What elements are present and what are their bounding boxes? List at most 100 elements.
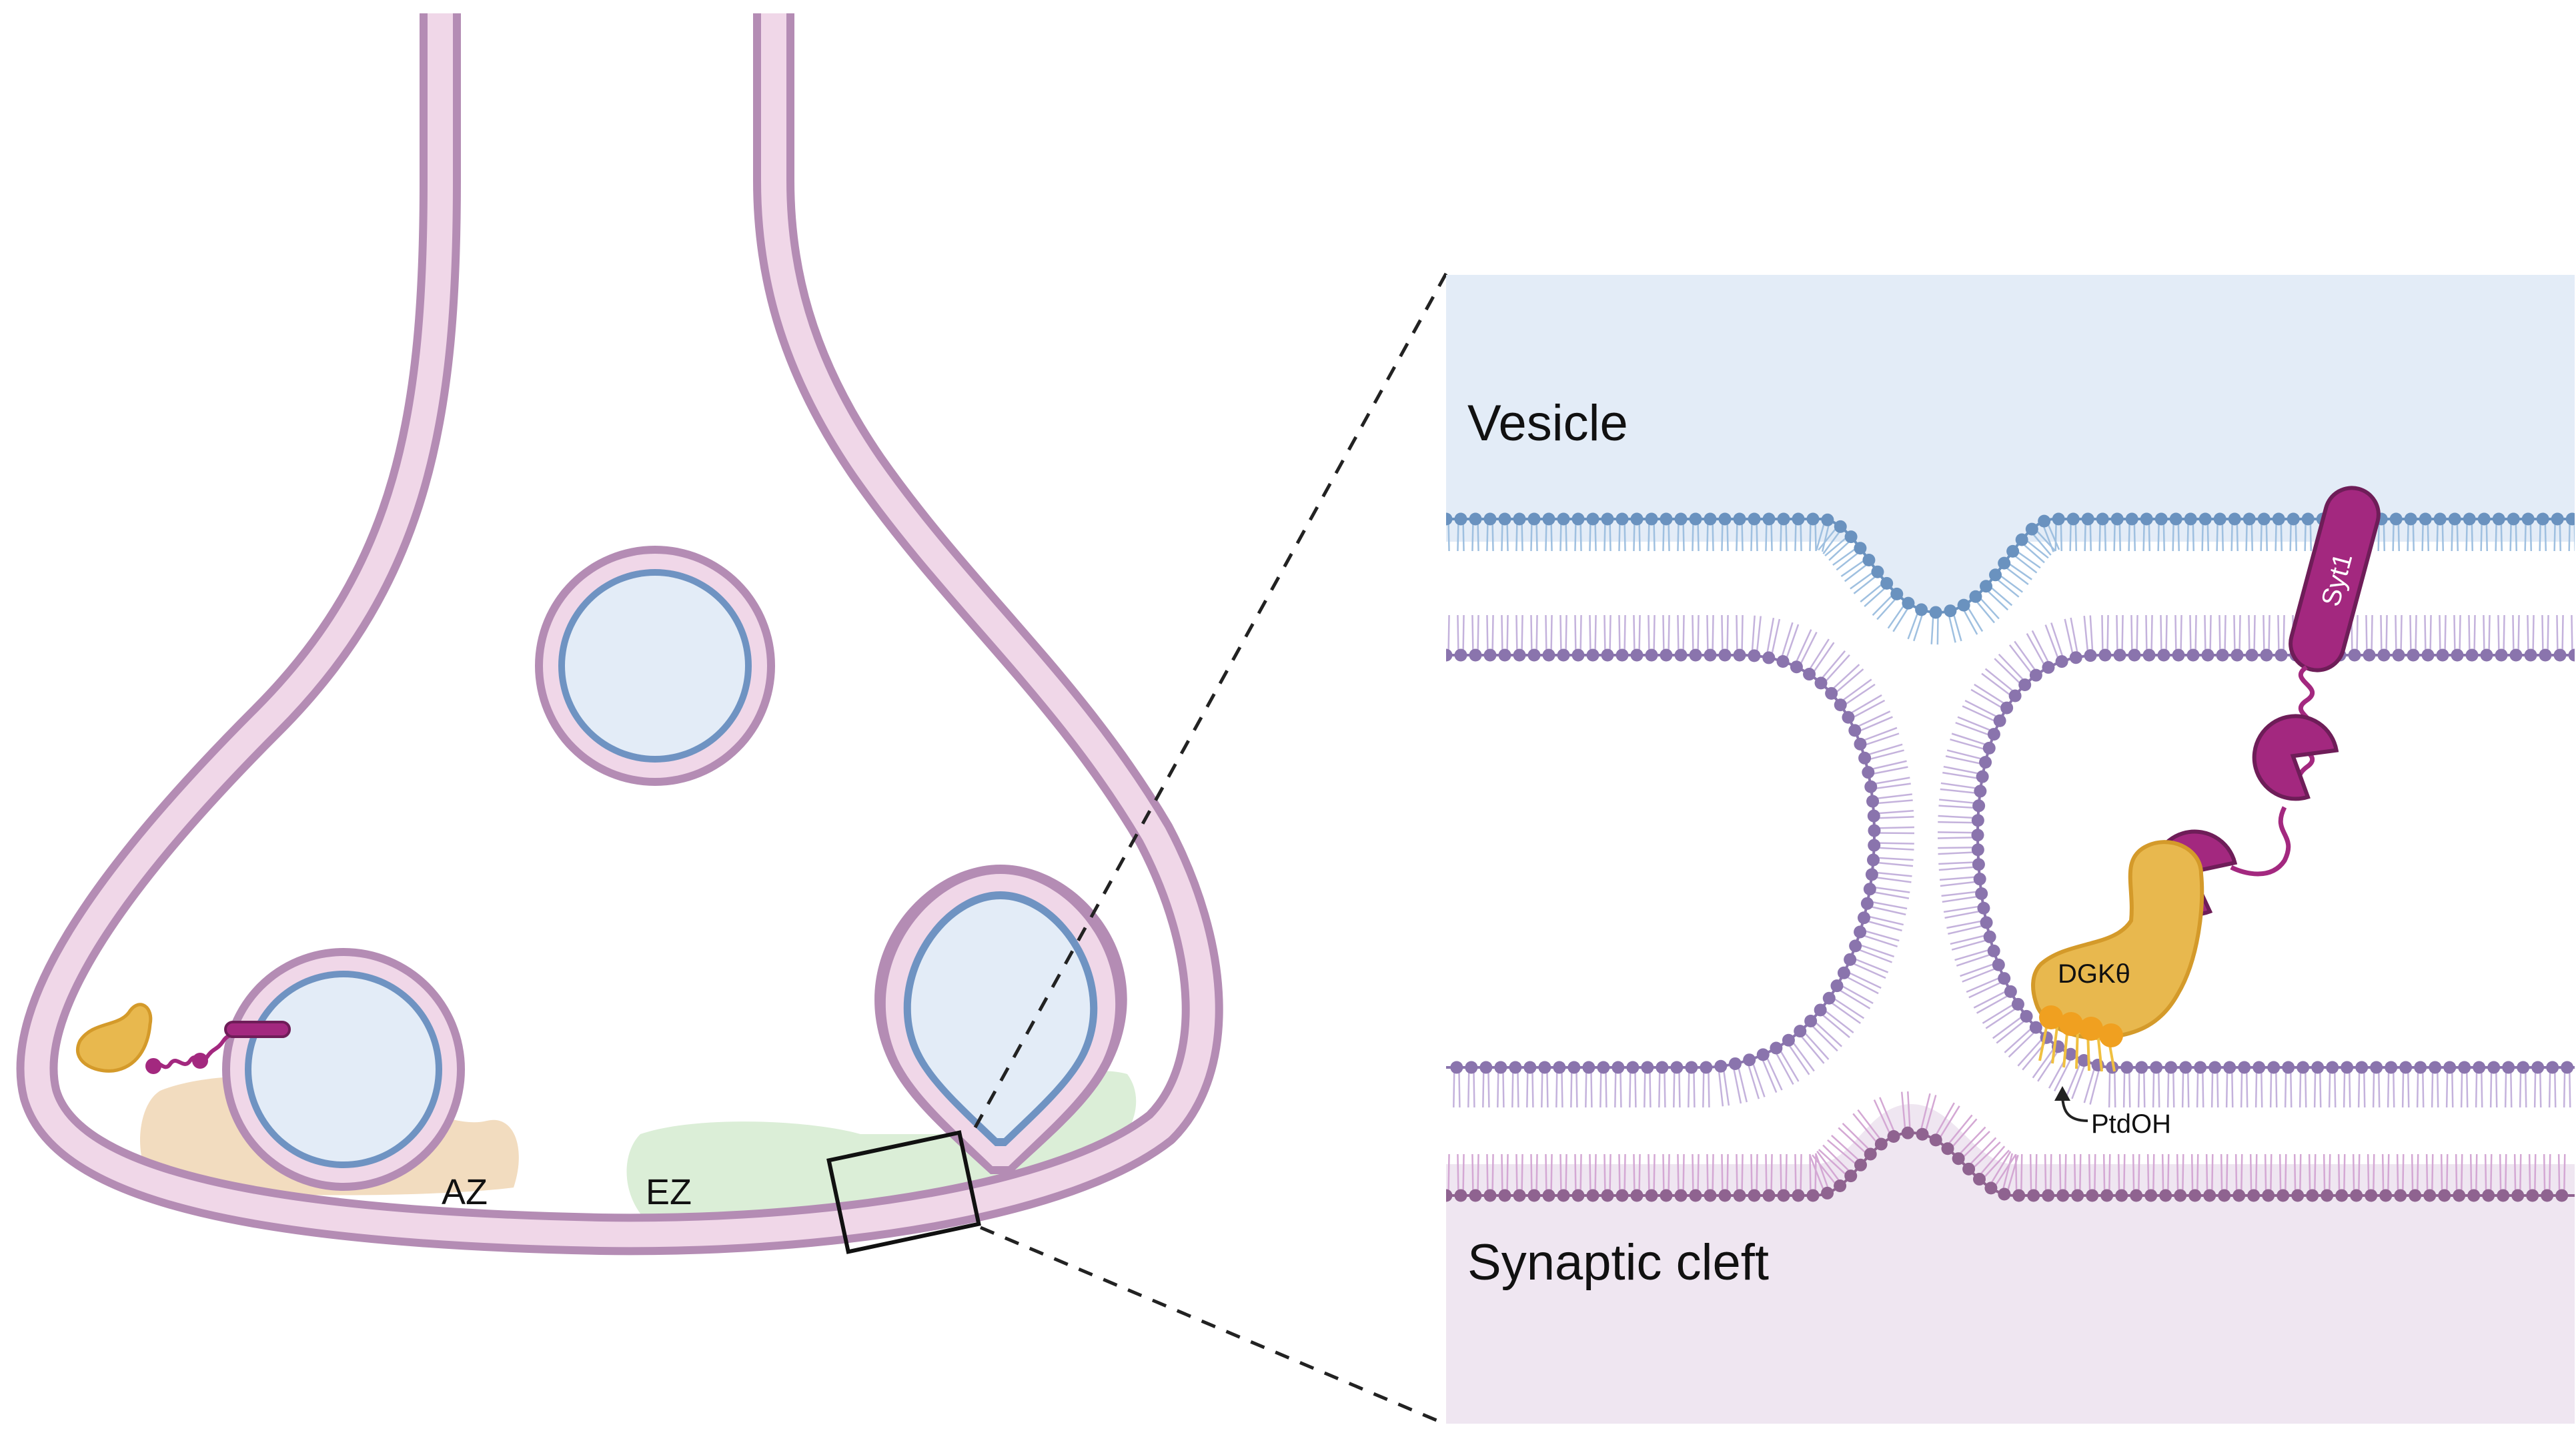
plasma-lipid-upper-left-headgroup xyxy=(1866,853,1880,867)
cleft-lipid-headgroup xyxy=(1513,1189,1526,1202)
vesicle-lipid-headgroup xyxy=(1890,587,1904,600)
plasma-lipid-upper-left-headgroup xyxy=(1718,648,1732,662)
vesicle-lipid-headgroup xyxy=(2536,512,2549,526)
plasma-lipid-upper-right-tail xyxy=(1940,782,1981,790)
plasma-lipid-upper-left-headgroup xyxy=(1860,897,1874,910)
lipid-bilayers xyxy=(1446,512,2575,1202)
cleft-lipid-tail xyxy=(2528,1153,2531,1196)
plasma-lipid-upper-left-tail xyxy=(1830,995,1865,1019)
plasma-lipid-upper-right-tail xyxy=(1974,683,2009,707)
plasma-lipid-upper-right-tail xyxy=(2165,614,2168,656)
vesicle-lipid-headgroup xyxy=(2169,512,2182,526)
plasma-lipid-upper-left-tail xyxy=(1751,615,1756,656)
vesicle-lipid-headgroup xyxy=(1821,513,1834,526)
plasma-lipid-upper-left-tail xyxy=(1658,1067,1661,1108)
plasma-lipid-upper-left-tail xyxy=(1517,1067,1519,1108)
plasma-lipid-upper-right-tail xyxy=(1938,861,1979,865)
plasma-lipid-upper-left-tail xyxy=(1798,632,1818,668)
plasma-lipid-upper-right-headgroup xyxy=(1971,829,1984,842)
plasma-lipid-upper-left-headgroup xyxy=(1450,1061,1463,1074)
cleft-lipid-tail xyxy=(2088,1153,2091,1196)
plasma-lipid-upper-right-tail xyxy=(2400,614,2403,656)
plasma-lipid-upper-right-headgroup xyxy=(2084,649,2097,662)
cleft-lipid-tail xyxy=(2240,1153,2243,1196)
plasma-lipid-upper-left-tail xyxy=(1688,1067,1690,1108)
plasma-lipid-upper-right-tail xyxy=(1985,1005,2020,1029)
cleft-lipid-tail xyxy=(1559,1153,1562,1196)
cleft-lipid-headgroup xyxy=(1941,1142,1954,1155)
vesicle-lipid-headgroup xyxy=(2025,522,2038,536)
plasma-lipid-upper-left-tail xyxy=(1594,614,1597,656)
cleft-lipid-tail xyxy=(1857,1109,1884,1143)
plasma-lipid-upper-right-tail xyxy=(1966,975,2004,993)
presynaptic-terminal-panel: AZ EZ xyxy=(16,13,1223,1256)
plasma-lipid-upper-left-headgroup xyxy=(1674,648,1688,662)
cleft-lipid-headgroup xyxy=(2188,1189,2202,1202)
plasma-lipid-upper-left-tail xyxy=(1871,876,1912,883)
plasma-lipid-upper-right-headgroup xyxy=(2531,1061,2545,1074)
plasma-lipid-upper-right-tail xyxy=(1954,947,1994,961)
cleft-lipid-headgroup xyxy=(2541,1189,2554,1202)
plasma-lipid-upper-right-headgroup xyxy=(2465,648,2479,662)
plasma-lipid-upper-left-tail xyxy=(1702,1067,1705,1108)
plasma-lipid-upper-left-tail xyxy=(1756,616,1762,656)
cleft-lipid-tail xyxy=(2064,1153,2067,1196)
plasma-lipid-upper-right-tail xyxy=(2116,614,2118,656)
cleft-lipid-tail xyxy=(1976,1145,2006,1179)
plasma-lipid-upper-right-headgroup xyxy=(2495,648,2508,662)
cleft-lipid-tail xyxy=(1780,1153,1782,1196)
plasma-lipid-upper-right-tail xyxy=(2277,614,2280,656)
cleft-lipid-tail xyxy=(1988,1151,2012,1187)
cleft-lipid-headgroup xyxy=(1777,1189,1790,1202)
plasma-lipid-upper-left-tail xyxy=(1722,1065,1730,1106)
cleft-lipid-tail xyxy=(2117,1153,2120,1196)
plasma-lipid-upper-left-tail xyxy=(1874,816,1914,819)
plasma-lipid-upper-right-tail xyxy=(2204,614,2206,656)
plasma-lipid-upper-left-tail xyxy=(1818,650,1846,682)
plasma-lipid-upper-right-tail xyxy=(2343,1067,2346,1108)
plasma-lipid-upper-right-headgroup xyxy=(2385,1061,2398,1074)
plasma-lipid-upper-left-tail xyxy=(1798,1032,1825,1064)
cleft-lipid-tail xyxy=(1565,1153,1567,1196)
plasma-lipid-upper-right-tail xyxy=(2504,1067,2507,1108)
cleft-lipid-headgroup xyxy=(2262,1189,2275,1202)
vesicle-lipid-headgroup xyxy=(1542,512,1555,526)
cleft-lipid-headgroup xyxy=(1844,1169,1858,1183)
plasma-lipid-upper-right-headgroup xyxy=(2008,689,2022,702)
plasma-lipid-upper-right-tail xyxy=(1962,966,2000,983)
plasma-lipid-upper-left-tail xyxy=(1736,614,1738,656)
vesicle-lipid-headgroup xyxy=(1989,568,2002,582)
plasma-lipid-upper-right-tail xyxy=(2283,614,2285,656)
plasma-lipid-upper-right-tail xyxy=(2026,632,2047,669)
plasma-lipid-upper-right-tail xyxy=(1984,668,2018,695)
cleft-lipid-tail xyxy=(2323,1153,2326,1196)
plasma-lipid-upper-right-tail xyxy=(1996,1017,2028,1044)
plasma-lipid-upper-left-tail xyxy=(1794,629,1812,666)
plasma-lipid-upper-right-headgroup xyxy=(2113,648,2126,662)
plasma-lipid-upper-left-headgroup xyxy=(1626,1061,1640,1074)
plasma-lipid-upper-left-tail xyxy=(1812,1019,1842,1047)
cleft-lipid-headgroup xyxy=(2335,1189,2349,1202)
plasma-lipid-upper-right-headgroup xyxy=(2517,1061,2530,1074)
cleft-lipid-tail xyxy=(1521,1153,1523,1196)
cleft-lipid-tail xyxy=(1501,1153,1503,1196)
plasma-lipid-upper-left-tail xyxy=(1865,749,1904,761)
plasma-lipid-upper-right-tail xyxy=(1937,837,1978,839)
cleft-lipid-headgroup xyxy=(2056,1189,2070,1202)
plasma-lipid-upper-left-tail xyxy=(1873,857,1914,861)
cleft-lipid-headgroup xyxy=(1916,1127,1929,1141)
plasma-lipid-upper-right-tail xyxy=(2108,1067,2111,1108)
cleft-lipid-headgroup xyxy=(1864,1147,1877,1161)
plasma-lipid-upper-right-tail xyxy=(2008,1028,2038,1058)
cleft-lipid-tail xyxy=(1477,1153,1479,1196)
plasma-lipid-upper-left-tail xyxy=(1644,1067,1646,1108)
cleft-lipid-headgroup xyxy=(1887,1129,1900,1143)
plasma-lipid-upper-left-tail xyxy=(1842,974,1879,995)
vesicle-lipid-headgroup xyxy=(2477,512,2491,526)
cleft-lipid-tail xyxy=(2431,1153,2434,1196)
plasma-lipid-upper-right-tail xyxy=(2284,1067,2287,1108)
plasma-lipid-upper-left-line xyxy=(1446,654,1876,1069)
plasma-lipid-upper-right-headgroup xyxy=(2348,648,2361,662)
plasma-lipid-upper-left-tail xyxy=(1750,1059,1766,1097)
vesicle-lipid-headgroup xyxy=(1660,512,1673,526)
